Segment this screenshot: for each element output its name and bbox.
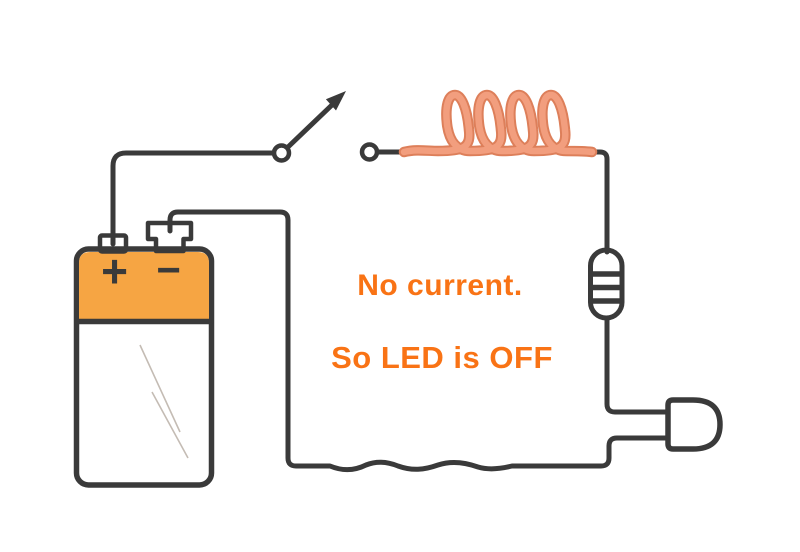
battery-body xyxy=(73,246,215,488)
coil xyxy=(398,89,598,158)
coil-tube xyxy=(400,91,596,156)
wire-coil-to-resistor xyxy=(587,149,610,255)
resistor xyxy=(588,247,625,321)
led-body xyxy=(665,397,723,452)
battery: + − xyxy=(73,220,215,488)
battery-top-section xyxy=(79,252,209,321)
wire-battery-plus-to-switch xyxy=(110,150,276,247)
led xyxy=(665,397,723,452)
battery-plus-label: + xyxy=(101,245,128,297)
wires xyxy=(110,149,669,473)
switch-open xyxy=(271,91,380,163)
switch-right-post xyxy=(359,142,380,162)
resistor-bands xyxy=(589,271,624,304)
annotation: No current. So LED is OFF xyxy=(331,269,553,375)
battery-minus-label: − xyxy=(156,246,181,293)
switch-arrowhead-icon xyxy=(325,91,346,111)
battery-terminal-plus xyxy=(97,233,129,254)
battery-terminal-minus xyxy=(145,220,194,254)
wire-resistor-to-led xyxy=(604,315,669,415)
switch-left-post xyxy=(271,143,292,163)
annotation-line1: No current. xyxy=(357,269,523,302)
switch-lever xyxy=(285,101,336,150)
annotation-line2: So LED is OFF xyxy=(331,340,553,375)
wire-battery-minus-to-led xyxy=(167,209,669,473)
battery-scratch-lines xyxy=(139,344,189,459)
resistor-body xyxy=(588,247,625,321)
